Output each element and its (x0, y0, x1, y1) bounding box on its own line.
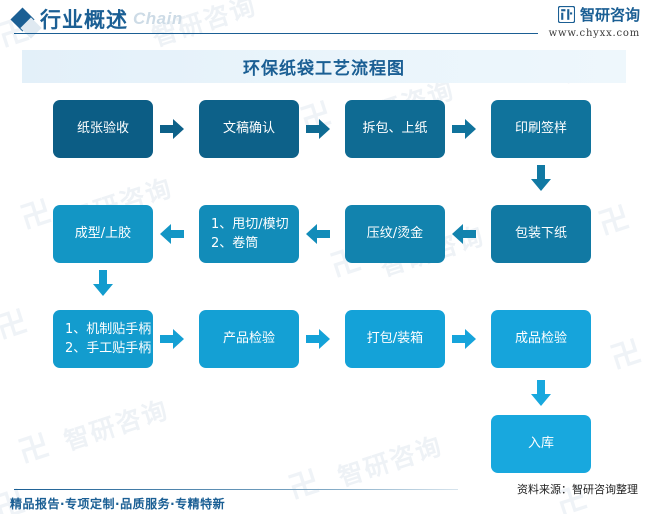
page-header: 行业概述 Chain 智研咨询 www.chyxx.com (0, 0, 648, 40)
chart-title-banner: 环保纸袋工艺流程图 (22, 50, 626, 83)
flow-node-label: 包装下纸 (514, 226, 567, 242)
flow-node-label: 2、卷筒 (211, 236, 259, 251)
flow-node-label: 入库 (527, 436, 554, 452)
footer-divider (14, 489, 458, 490)
flow-arrow-down (93, 270, 113, 296)
flow-node-n6[interactable]: 压纹/烫金 (345, 205, 445, 263)
flow-node-n7[interactable]: 1、甩切/模切 2、卷筒 (199, 205, 299, 263)
flow-arrow-down (531, 380, 551, 406)
company-logo-icon (557, 6, 575, 23)
flow-arrow-right (160, 329, 184, 349)
flow-arrow-right (452, 329, 476, 349)
chart-title: 环保纸袋工艺流程图 (243, 59, 405, 79)
flow-node-label: 文稿确认 (222, 121, 275, 137)
flow-node-n1[interactable]: 纸张验收 (53, 100, 153, 158)
flow-node-label: 打包/装箱 (366, 331, 424, 347)
flow-arrow-left (452, 224, 476, 244)
section-heading-group: 行业概述 Chain (10, 4, 183, 34)
flow-arrow-right (306, 119, 330, 139)
flow-arrow-right (306, 329, 330, 349)
flow-node-n12[interactable]: 成品检验 (491, 310, 591, 368)
flow-node-n4[interactable]: 印刷签样 (491, 100, 591, 158)
page-title: 行业概述 (40, 7, 128, 32)
flow-node-n13[interactable]: 入库 (491, 415, 591, 473)
flow-node-n9[interactable]: 1、机制贴手柄 2、手工贴手柄 (53, 310, 153, 368)
flow-node-label: 压纹/烫金 (366, 226, 424, 242)
flow-node-label: 拆包、上纸 (362, 121, 428, 137)
brand-row: 智研咨询 (549, 4, 640, 25)
brand-block: 智研咨询 www.chyxx.com (549, 4, 640, 39)
flow-arrow-right (160, 119, 184, 139)
flow-arrow-left (306, 224, 330, 244)
flow-node-n10[interactable]: 产品检验 (199, 310, 299, 368)
flow-node-n2[interactable]: 文稿确认 (199, 100, 299, 158)
footer-tagline: 精品报告·专项定制·品质服务·专精特新 (10, 497, 226, 511)
flow-arrow-down (531, 165, 551, 191)
flow-node-label: 成品检验 (514, 331, 567, 347)
flow-node-label: 纸张验收 (76, 121, 129, 137)
diamond-icon (10, 6, 35, 32)
flow-arrow-left (160, 224, 184, 244)
flow-node-n8[interactable]: 成型/上胶 (53, 205, 153, 263)
flow-node-label: 成型/上胶 (74, 226, 132, 242)
flow-node-label: 2、手工贴手柄 (65, 341, 152, 356)
flow-node-n5[interactable]: 包装下纸 (491, 205, 591, 263)
ghost-watermark-label: Chain (133, 9, 183, 28)
brand-url: www.chyxx.com (548, 28, 640, 39)
flow-node-n3[interactable]: 拆包、上纸 (345, 100, 445, 158)
flow-node-label: 1、机制贴手柄 (65, 321, 152, 337)
flow-node-label: 1、甩切/模切 (211, 216, 289, 232)
flow-node-n11[interactable]: 打包/装箱 (345, 310, 445, 368)
brand-name: 智研咨询 (579, 6, 640, 24)
source-note: 资料来源：智研咨询整理 (517, 483, 638, 496)
flow-node-label: 产品检验 (222, 331, 275, 347)
flow-node-label: 印刷签样 (514, 121, 567, 137)
flow-arrow-right (452, 119, 476, 139)
header-divider (14, 33, 538, 34)
